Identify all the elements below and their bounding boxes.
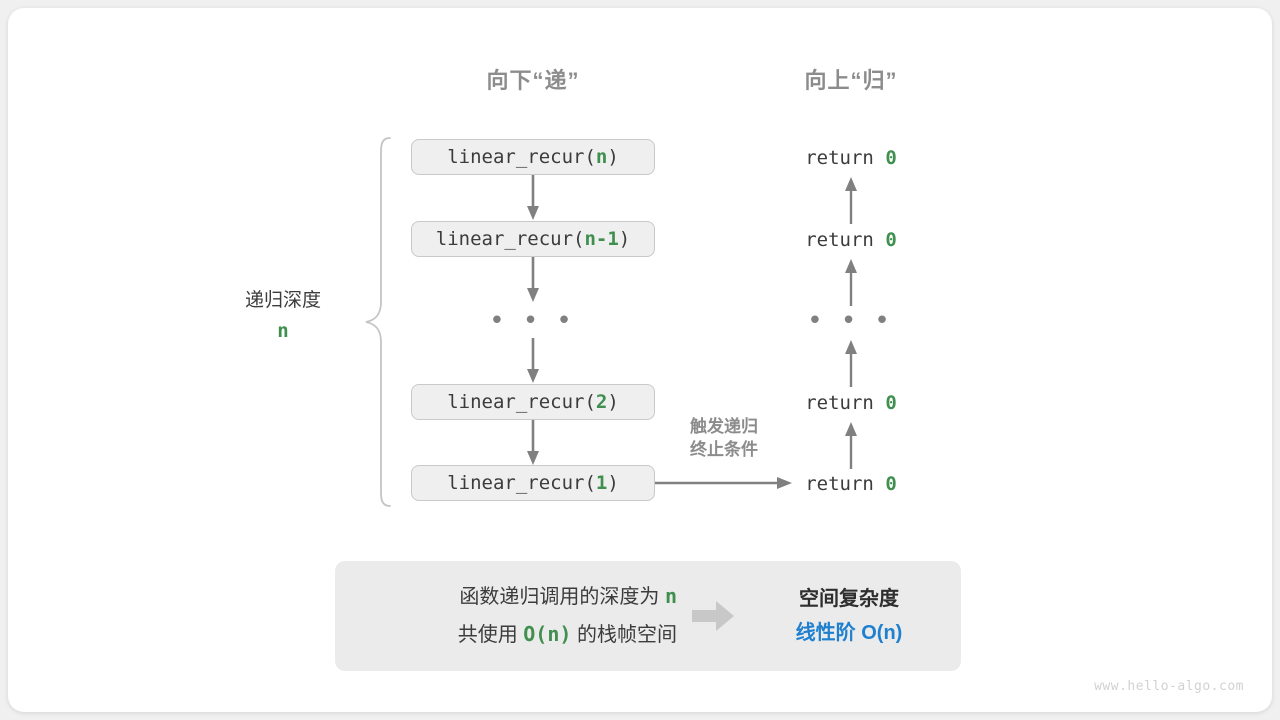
call-box-1[interactable]: linear_recur(1)	[411, 465, 655, 501]
call-label-prefix: linear_recur(	[447, 391, 596, 413]
base-case-annotation-line1: 触发递归	[690, 417, 758, 436]
call-label-prefix: linear_recur(	[447, 472, 596, 494]
return-value: 0	[885, 147, 897, 169]
summary-left-line2-text: 共使用	[457, 624, 518, 646]
call-label-suffix: )	[618, 228, 631, 250]
header-downward-recursion: 向下“递”	[486, 68, 580, 93]
call-label-arg: n	[595, 146, 608, 168]
return-keyword: return	[805, 473, 874, 495]
arrow-down-dots-to-2	[523, 338, 543, 384]
return-row-base: return 0	[731, 473, 971, 495]
arrow-down-n-to-n1	[523, 175, 543, 221]
recursion-depth-text: 递归深度	[244, 290, 321, 311]
call-label-suffix: )	[607, 472, 619, 494]
diagram-card: 向下“递” 向上“归” 递归深度 n linear_recur(n) linea…	[8, 8, 1272, 712]
summary-right-title: 空间复杂度	[799, 588, 899, 610]
arrow-up-base-to-third	[841, 421, 861, 469]
recursion-depth-value: n	[277, 320, 289, 343]
return-keyword: return	[805, 392, 874, 414]
return-row-second: return 0	[731, 229, 971, 251]
right-block-arrow-icon	[677, 598, 749, 634]
summary-left-line1-value: n	[664, 584, 677, 608]
summary-left-line1: 函数递归调用的深度为 n	[347, 578, 677, 616]
call-label-arg: n-1	[584, 228, 619, 250]
call-label-arg: 2	[595, 391, 608, 413]
return-keyword: return	[805, 229, 874, 251]
summary-left-line2-suffix: 的栈帧空间	[577, 624, 677, 646]
base-case-annotation-line2: 终止条件	[690, 439, 758, 459]
header-upward-return: 向上“归”	[804, 68, 898, 93]
call-label-suffix: )	[607, 146, 619, 168]
call-label-prefix: linear_recur(	[447, 146, 596, 168]
arrow-down-n1-to-dots	[523, 257, 543, 303]
arrow-up-third-to-dots	[841, 339, 861, 387]
summary-left-text: 函数递归调用的深度为 n 共使用 O(n) 的栈帧空间	[347, 578, 677, 654]
summary-left-line1-text: 函数递归调用的深度为	[459, 586, 660, 608]
watermark: www.hello-algo.com	[1094, 679, 1244, 694]
arrow-base-case-to-return	[655, 473, 793, 493]
summary-right-value: 线性阶 O(n)	[795, 622, 903, 644]
call-label-suffix: )	[607, 391, 619, 413]
call-box-n-1[interactable]: linear_recur(n-1)	[411, 221, 655, 257]
complexity-summary-panel: 函数递归调用的深度为 n 共使用 O(n) 的栈帧空间 空间复杂度 线性阶 O(…	[335, 561, 961, 671]
call-label-prefix: linear_recur(	[435, 228, 585, 250]
return-value: 0	[885, 229, 897, 251]
ellipsis-left-column: • • •	[489, 306, 577, 336]
arrow-up-second-to-top	[841, 176, 861, 224]
arrow-down-2-to-1	[523, 420, 543, 466]
call-box-n[interactable]: linear_recur(n)	[411, 139, 655, 175]
return-keyword: return	[805, 147, 874, 169]
summary-left-line2: 共使用 O(n) 的栈帧空间	[347, 616, 677, 654]
ellipsis-right-column: • • •	[807, 306, 895, 336]
arrow-up-dots-to-second	[841, 258, 861, 306]
return-value: 0	[885, 392, 897, 414]
call-label-arg: 1	[595, 472, 608, 494]
return-value: 0	[885, 473, 897, 495]
return-row-third: return 0	[731, 392, 971, 414]
base-case-annotation: 触发递归 终止条件	[656, 416, 792, 462]
call-box-2[interactable]: linear_recur(2)	[411, 384, 655, 420]
return-row-top: return 0	[731, 147, 971, 169]
recursion-depth-label: 递归深度 n	[208, 286, 358, 347]
recursion-depth-brace	[360, 134, 396, 510]
summary-right-text: 空间复杂度 线性阶 O(n)	[749, 582, 949, 650]
summary-left-line2-value: O(n)	[523, 622, 572, 646]
